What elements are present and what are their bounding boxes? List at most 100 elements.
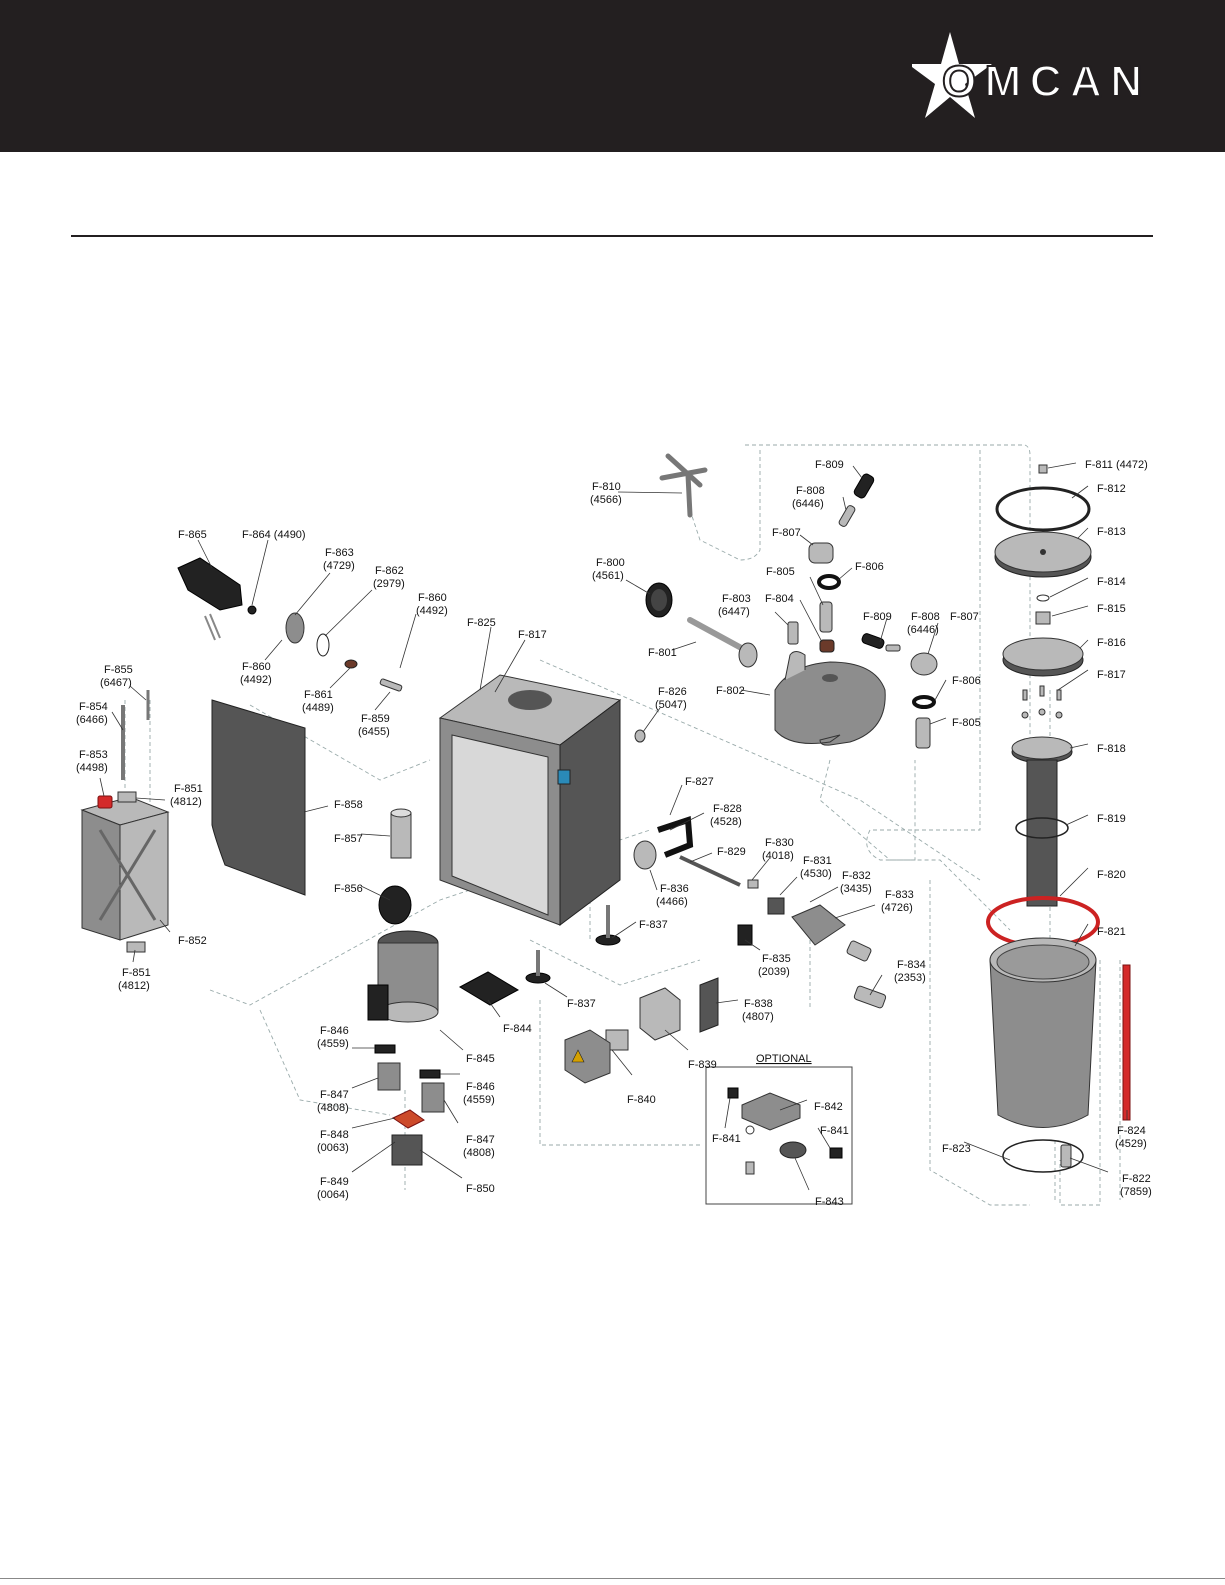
label-f810: F-810(4566) — [590, 481, 622, 506]
label-f804: F-804 — [765, 593, 794, 605]
label-f851b: F-851(4812) — [118, 967, 151, 992]
label-f854: F-854(6466) — [76, 701, 108, 726]
part-f845-motor — [367, 930, 439, 1023]
label-f811: F-811 (4472) — [1085, 459, 1148, 471]
label-f844: F-844 — [503, 1023, 532, 1035]
label-f855: F-855(6467) — [100, 664, 133, 689]
label-f861: F-861(4489) — [302, 689, 334, 714]
logo-star-icon — [912, 32, 992, 118]
part-f813-lid — [994, 531, 1092, 578]
label-f808b: F-808(6446) — [907, 611, 940, 636]
part-f864-f863-motor-cap — [247, 605, 403, 692]
label-f814: F-814 — [1097, 576, 1126, 588]
part-f812-ring — [995, 486, 1091, 532]
label-f828: F-828(4528) — [710, 803, 742, 828]
label-f857: F-857 — [334, 833, 363, 845]
part-f838-f840-electrical — [564, 977, 719, 1084]
label-f846a: F-846(4559) — [317, 1025, 349, 1050]
label-f823: F-823 — [942, 1143, 971, 1155]
part-f844-plate — [458, 971, 520, 1006]
label-f805b: F-805 — [952, 717, 981, 729]
label-f842: F-842 — [814, 1101, 843, 1113]
label-f845: F-845 — [466, 1053, 495, 1065]
label-f860a: F-860(4492) — [240, 661, 272, 686]
label-f812: F-812 — [1097, 483, 1126, 495]
omcan-logo: OMCAN — [912, 32, 1143, 118]
label-f850: F-850 — [466, 1183, 495, 1195]
footer-line — [0, 1578, 1225, 1579]
part-optional-f841-f843 — [727, 1087, 843, 1175]
label-f822: F-822(7859) — [1120, 1173, 1152, 1198]
label-f832: F-832(3435) — [840, 870, 872, 895]
label-f829: F-829 — [717, 846, 746, 858]
part-f803-f804-f805 — [787, 601, 931, 749]
label-f819: F-819 — [1097, 813, 1126, 825]
label-f831: F-831(4530) — [800, 855, 832, 880]
label-f820: F-820 — [1097, 869, 1126, 881]
part-f825-cabinet — [438, 674, 622, 926]
label-f824: F-824(4529) — [1115, 1125, 1147, 1150]
part-f856-wheel — [378, 885, 412, 925]
part-f818-f819-column — [1011, 736, 1073, 907]
label-f851a: F-851(4812) — [170, 783, 203, 808]
part-f858-side-panel — [211, 699, 306, 896]
label-f805a: F-805 — [766, 566, 795, 578]
part-f821-drum — [989, 937, 1097, 1128]
part-f852-control-box — [80, 690, 170, 953]
label-f803: F-803(6447) — [718, 593, 751, 618]
label-f853: F-853(4498) — [76, 749, 108, 774]
label-f800: F-800(4561) — [592, 557, 625, 582]
part-labels: F-810(4566) F-809 F-808(6446) F-807 F-80… — [76, 459, 1152, 1208]
part-f865-handle — [177, 557, 243, 641]
label-f808a: F-808(6446) — [792, 485, 825, 510]
label-f847a: F-847(4808) — [317, 1089, 349, 1114]
page-header: OMCAN — [0, 0, 1225, 152]
part-f809-f808-f807-right — [861, 633, 938, 709]
title-rule — [71, 235, 1153, 237]
leader-lines — [99, 462, 1128, 1191]
label-f863: F-863(4729) — [323, 547, 355, 572]
part-f801-shaft — [687, 617, 758, 668]
label-f807b: F-807 — [950, 611, 979, 623]
label-f859: F-859(6455) — [358, 713, 390, 738]
label-f815: F-815 — [1097, 603, 1126, 615]
label-f843: F-843 — [815, 1196, 844, 1208]
part-f837-feet — [525, 905, 621, 984]
label-f837b: F-837 — [567, 998, 596, 1010]
optional-label: OPTIONAL — [756, 1053, 812, 1065]
label-f865: F-865 — [178, 529, 207, 541]
label-f825: F-825 — [467, 617, 496, 629]
part-f814-f815-fittings — [1035, 594, 1051, 625]
exploded-parts-diagram: OPTIONAL — [76, 444, 1152, 1208]
part-f810-tkey — [659, 453, 708, 518]
label-f816: F-816 — [1097, 637, 1126, 649]
label-f862: F-862(2979) — [373, 565, 405, 590]
label-f806b: F-806 — [952, 675, 981, 687]
part-f817-bolts — [1021, 685, 1063, 719]
label-f841b: F-841 — [820, 1125, 849, 1137]
part-f826-f836-right-fittings — [633, 729, 887, 1009]
label-f809a: F-809 — [815, 459, 844, 471]
label-f837a: F-837 — [639, 919, 668, 931]
label-f817b: F-817 — [1097, 669, 1126, 681]
part-f802-cover — [774, 651, 886, 746]
label-f833: F-833(4726) — [881, 889, 914, 914]
label-f835: F-835(2039) — [758, 953, 791, 978]
part-f811-screw — [1038, 464, 1048, 474]
label-f849: F-849(0064) — [317, 1176, 349, 1201]
label-f826: F-826(5047) — [655, 686, 687, 711]
part-f846-f849-mounts — [374, 1044, 445, 1166]
label-f818: F-818 — [1097, 743, 1126, 755]
label-f847b: F-847(4808) — [463, 1134, 495, 1159]
label-f821: F-821 — [1097, 926, 1126, 938]
label-f827: F-827 — [685, 776, 714, 788]
label-f840: F-840 — [627, 1094, 656, 1106]
label-f817a: F-817 — [518, 629, 547, 641]
optional-box — [705, 1066, 853, 1205]
part-f800-gear — [645, 582, 673, 618]
label-f801: F-801 — [648, 647, 677, 659]
part-f823-oring — [1002, 1139, 1084, 1173]
label-f802: F-802 — [716, 685, 745, 697]
label-f858: F-858 — [334, 799, 363, 811]
label-f834: F-834(2353) — [894, 959, 926, 984]
